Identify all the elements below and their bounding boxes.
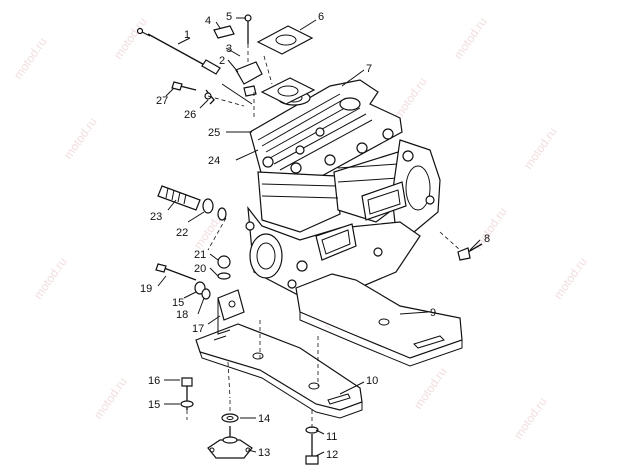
callout-23: 23 <box>150 211 162 223</box>
small-parts <box>136 14 483 465</box>
watermark-text: motod.ru <box>511 395 550 442</box>
callout-4: 4 <box>205 15 211 27</box>
mount-bracket <box>217 289 245 335</box>
callout-24: 24 <box>208 155 220 167</box>
watermark-text: motod.ru <box>61 115 100 162</box>
watermark-text: motod.ru <box>411 365 450 412</box>
callout-26: 26 <box>184 109 196 121</box>
lower-mount-rail <box>195 323 363 419</box>
watermark-text: motod.ru <box>111 15 150 62</box>
watermark-text: motod.ru <box>521 125 560 172</box>
callout-20: 20 <box>194 263 206 275</box>
watermark-text: motod.ru <box>551 255 590 302</box>
watermark-text: motod.ru <box>451 15 490 62</box>
callout-22: 22 <box>176 227 188 239</box>
callout-19: 19 <box>140 283 152 295</box>
callout-15-lower: 15 <box>148 399 160 411</box>
callout-3: 3 <box>226 43 232 55</box>
engine-assembly <box>245 79 441 301</box>
callout-1: 1 <box>184 29 190 41</box>
watermark-text: motod.ru <box>391 75 430 122</box>
callout-12: 12 <box>326 449 338 461</box>
watermark-text: motod.ru <box>471 205 510 252</box>
leader-lines <box>157 17 481 457</box>
callout-27: 27 <box>156 95 168 107</box>
callout-10: 10 <box>366 375 378 387</box>
callout-25: 25 <box>208 127 220 139</box>
engine-mount-plate <box>295 273 463 367</box>
callout-13: 13 <box>258 447 270 459</box>
callout-15-upper: 15 <box>172 297 184 309</box>
callout-2: 2 <box>219 55 225 67</box>
callout-9: 9 <box>430 307 436 319</box>
callout-11: 11 <box>326 431 337 443</box>
callout-6: 6 <box>318 11 324 23</box>
callout-18: 18 <box>176 309 188 321</box>
callout-16: 16 <box>148 375 160 387</box>
callout-labels: 1 2 3 4 5 6 7 8 9 10 11 12 13 14 15 15 1… <box>140 11 490 461</box>
callout-8: 8 <box>484 233 490 245</box>
callout-7: 7 <box>366 63 372 75</box>
watermark-text: motod.ru <box>31 255 70 302</box>
watermark-text: motod.ru <box>11 35 50 82</box>
callout-17: 17 <box>192 323 204 335</box>
callout-14: 14 <box>258 413 270 425</box>
callout-5: 5 <box>226 11 232 23</box>
callout-21: 21 <box>194 249 206 261</box>
watermark-text: motod.ru <box>91 375 130 422</box>
